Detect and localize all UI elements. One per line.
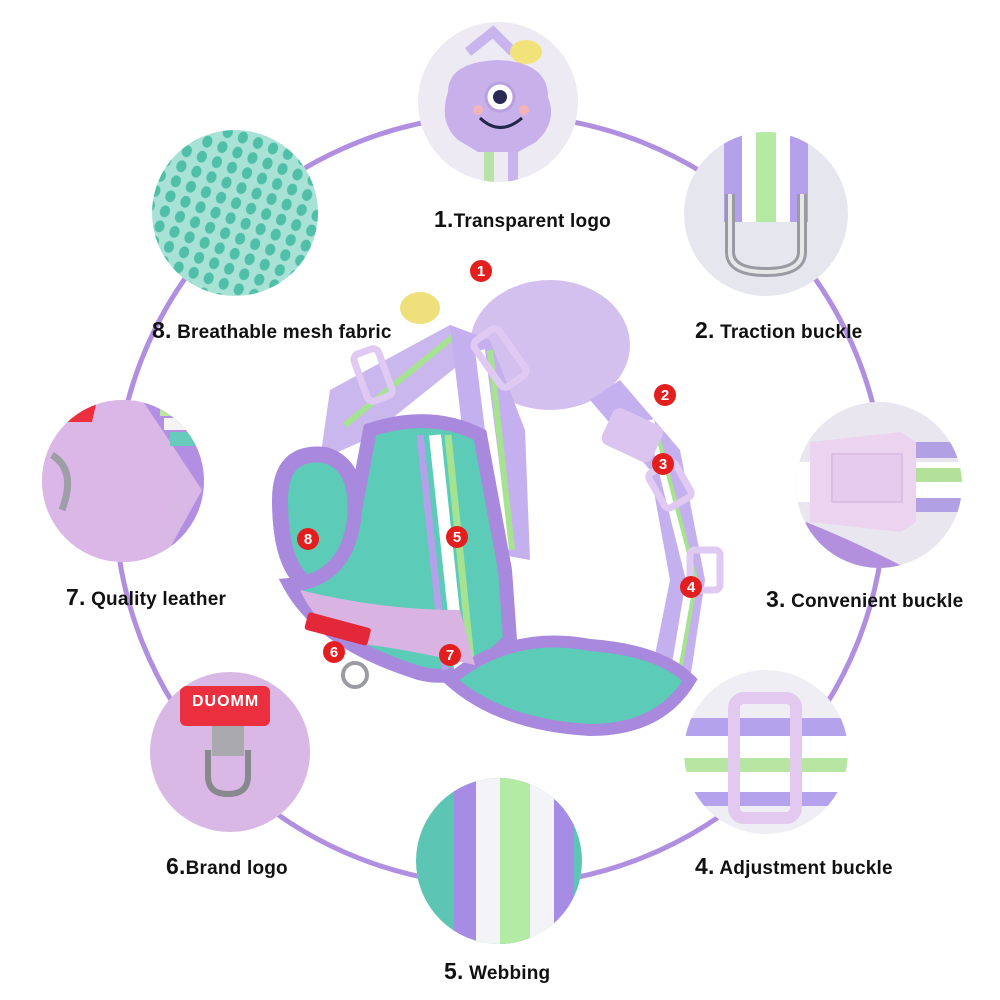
marker-7: 7 [439, 644, 461, 666]
feature-number: 4. [695, 853, 715, 879]
feature-number: 5. [444, 958, 464, 984]
feature-text: Brand logo [185, 858, 288, 879]
marker-4: 4 [680, 576, 702, 598]
brand-tag-text: DUOMM [192, 693, 260, 710]
feature-label-breathable-mesh: 8. Breathable mesh fabric [152, 317, 392, 344]
feature-label-adjustment-buckle: 4. Adjustment buckle [695, 853, 893, 880]
marker-8: 8 [297, 528, 319, 550]
detail-image-breathable-mesh [152, 130, 318, 296]
feature-number: 6. [166, 853, 186, 879]
feature-label-convenient-buckle: 3. Convenient buckle [766, 586, 963, 613]
feature-label-brand-logo: 6.Brand logo [166, 853, 288, 880]
feature-number: 2. [695, 317, 715, 343]
detail-image-convenient-buckle [796, 402, 962, 568]
feature-text: Quality leather [91, 589, 227, 610]
feature-label-traction-buckle: 2. Traction buckle [695, 317, 862, 344]
feature-text: Transparent logo [453, 211, 611, 232]
feature-number: 3. [766, 586, 786, 612]
feature-text: Breathable mesh fabric [177, 322, 392, 343]
harness-product-image [271, 280, 724, 737]
detail-image-traction-buckle [684, 132, 848, 296]
feature-label-quality-leather: 7. Quality leather [66, 584, 226, 611]
feature-label-webbing: 5. Webbing [444, 958, 550, 985]
detail-image-quality-leather [42, 400, 204, 562]
feature-text: Webbing [469, 963, 551, 984]
marker-5: 5 [446, 526, 468, 548]
detail-image-brand-logo: DUOMM [150, 672, 310, 832]
feature-text: Convenient buckle [791, 591, 964, 612]
marker-1: 1 [470, 260, 492, 282]
feature-text: Adjustment buckle [719, 858, 893, 879]
feature-number: 1. [434, 206, 454, 232]
feature-number: 8. [152, 317, 172, 343]
detail-image-adjustment-buckle [684, 670, 848, 834]
feature-number: 7. [66, 584, 86, 610]
marker-2: 2 [654, 384, 676, 406]
marker-3: 3 [652, 453, 674, 475]
detail-image-transparent-logo [418, 22, 578, 182]
marker-6: 6 [323, 641, 345, 663]
feature-label-transparent-logo: 1.Transparent logo [434, 206, 611, 233]
feature-text: Traction buckle [720, 322, 863, 343]
detail-image-webbing [416, 778, 582, 944]
